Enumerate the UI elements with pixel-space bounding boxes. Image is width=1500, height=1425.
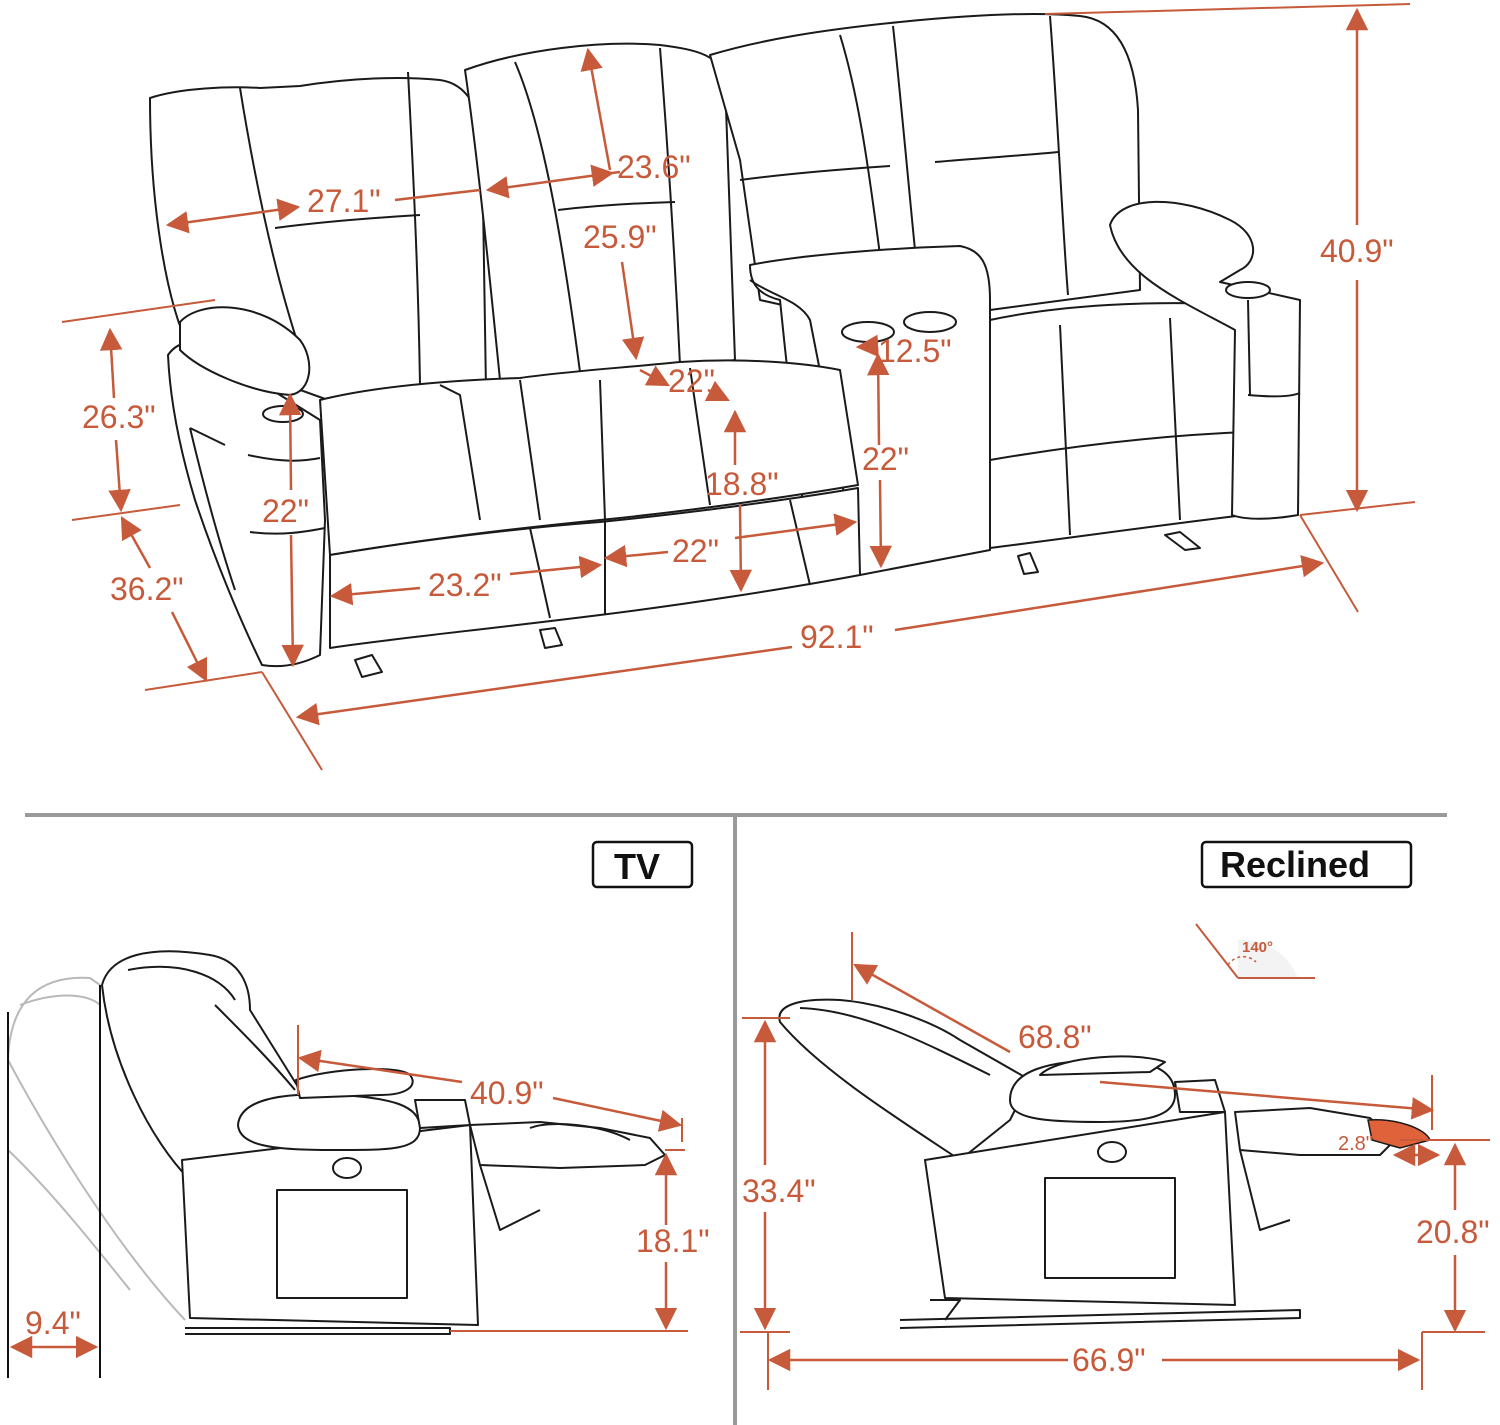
total-width-label: 92.1" (800, 619, 874, 655)
reclined-length-label: 68.8" (1018, 1019, 1092, 1055)
tv-panel: TV 40.9" 18.1" 9.4" (7, 840, 710, 1378)
back-height-label: 25.9" (583, 219, 657, 255)
footrest-extension-label: 2.8" (1338, 1133, 1373, 1155)
recline-angle-label: 140° (1242, 939, 1273, 956)
reclined-total-length-label: 66.9" (1072, 1342, 1146, 1378)
console-width-label: 12.5" (878, 333, 952, 369)
seat-depth-label: 22" (668, 363, 715, 399)
right-armrest (1109, 200, 1301, 520)
seat-front-width-2-label: 22" (672, 533, 719, 569)
tv-wall-clearance-label: 9.4" (25, 1305, 81, 1341)
tv-label: TV (614, 846, 660, 887)
tv-length-label: 40.9" (470, 1075, 544, 1111)
reclined-height-label: 33.4" (742, 1173, 816, 1209)
tv-label-box (591, 840, 694, 889)
armrest-to-floor-label: 22" (262, 493, 309, 529)
back-width-2-label: 23.6" (617, 149, 691, 185)
sofa-drawing (149, 13, 1301, 678)
seat-width-label: 18.8" (705, 466, 779, 502)
reclined-label: Reclined (1220, 844, 1370, 885)
right-seat-back (709, 13, 1141, 321)
reclined-panel: Reclined 140° (740, 840, 1490, 1390)
reclined-footrest-height-label: 20.8" (1416, 1214, 1490, 1250)
top-dimension-labels: 27.1" 23.6" 25.9" 22" 12.5" 18.8" 22" 26… (82, 149, 1394, 655)
middle-seat-back (464, 42, 736, 381)
seat-back-width-label: 27.1" (307, 183, 381, 219)
right-seat-cushion (989, 302, 1246, 549)
tv-footrest-height-label: 18.1" (636, 1223, 710, 1259)
seat-front-width-label: 23.2" (428, 567, 502, 603)
top-dimension-lines (61, 3, 1416, 771)
depth-label: 36.2" (110, 571, 184, 607)
console-height-label: 22" (862, 441, 909, 477)
total-height-label: 40.9" (1320, 233, 1394, 269)
arm-height-label: 26.3" (82, 399, 156, 435)
reclined-label-box (1200, 840, 1413, 889)
